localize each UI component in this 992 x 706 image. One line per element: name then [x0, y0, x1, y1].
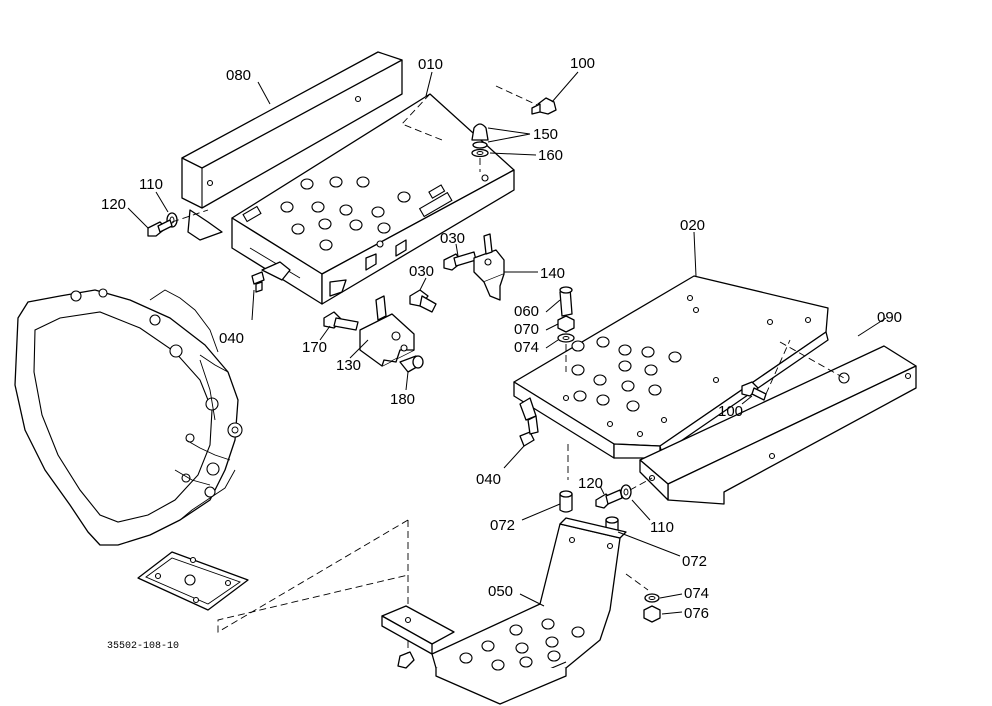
part-090-bracket — [639, 341, 917, 505]
callout-010: 010 — [418, 56, 443, 73]
part-180-spacer — [399, 355, 424, 373]
callout-070: 070 — [514, 321, 539, 338]
leader-lines — [127, 71, 887, 615]
document-id: 35502-108-10 — [107, 641, 179, 652]
callout-072-right: 072 — [682, 553, 707, 570]
part-080-bracket — [181, 51, 403, 241]
callout-120-lower: 120 — [578, 475, 603, 492]
part-040-bolt-lower — [519, 415, 539, 447]
reference-line-housing — [217, 519, 409, 633]
callout-074-lower: 074 — [684, 585, 709, 602]
transmission-housing — [14, 288, 243, 546]
part-020-step-plate — [513, 275, 829, 459]
part-072-spacer-left — [559, 490, 573, 513]
part-120-bolt-left — [147, 219, 173, 237]
callout-020: 020 — [680, 217, 705, 234]
part-040-bolt-upper — [251, 261, 291, 293]
part-130-bracket — [359, 295, 415, 367]
part-100-bolt-lower — [741, 339, 791, 401]
callout-030-left: 030 — [409, 263, 434, 280]
callout-074-upper: 074 — [514, 339, 539, 356]
step-050-holes — [459, 618, 585, 671]
part-160-washer — [471, 148, 489, 172]
part-076-nut — [643, 605, 661, 623]
part-140-bracket — [473, 233, 505, 301]
part-030-bolt-left — [409, 289, 437, 313]
callout-040-lower: 040 — [476, 471, 501, 488]
callout-140: 140 — [540, 265, 565, 282]
part-120-bolt-lower — [595, 489, 623, 509]
part-110-washer-lower — [620, 477, 653, 500]
callout-030-right: 030 — [440, 230, 465, 247]
callout-076: 076 — [684, 605, 709, 622]
callout-080: 080 — [226, 67, 251, 84]
callout-160: 160 — [538, 147, 563, 164]
plate-010-holes — [280, 174, 489, 251]
part-074-washer-upper — [557, 333, 575, 372]
cover-plate — [137, 551, 249, 611]
part-100-bolt-top — [495, 85, 557, 115]
part-010-step-plate — [231, 93, 515, 305]
callout-100-lower: 100 — [718, 403, 743, 420]
callout-150: 150 — [533, 126, 558, 143]
part-060-bolt — [559, 286, 573, 317]
callout-120-upper: 120 — [101, 196, 126, 213]
part-150-cap-nut — [471, 123, 489, 149]
part-050-step — [381, 517, 627, 705]
callout-180: 180 — [390, 391, 415, 408]
callout-110-upper: 110 — [139, 176, 163, 193]
part-070-nut — [557, 315, 575, 333]
callout-130: 130 — [336, 357, 361, 374]
part-074-washer-lower — [625, 573, 660, 603]
callout-090: 090 — [877, 309, 902, 326]
callout-072-left: 072 — [490, 517, 515, 534]
part-030-bolt-right — [443, 251, 477, 271]
callout-050: 050 — [488, 583, 513, 600]
part-step-bolt — [397, 651, 415, 669]
reference-line-120 — [171, 209, 209, 223]
callout-060: 060 — [514, 303, 539, 320]
callout-100-top: 100 — [570, 55, 595, 72]
part-170-bolt — [323, 311, 359, 331]
callout-110-lower: 110 — [650, 519, 674, 536]
plate-020-holes — [562, 294, 812, 438]
callout-040-upper: 040 — [219, 330, 244, 347]
callout-170: 170 — [302, 339, 327, 356]
